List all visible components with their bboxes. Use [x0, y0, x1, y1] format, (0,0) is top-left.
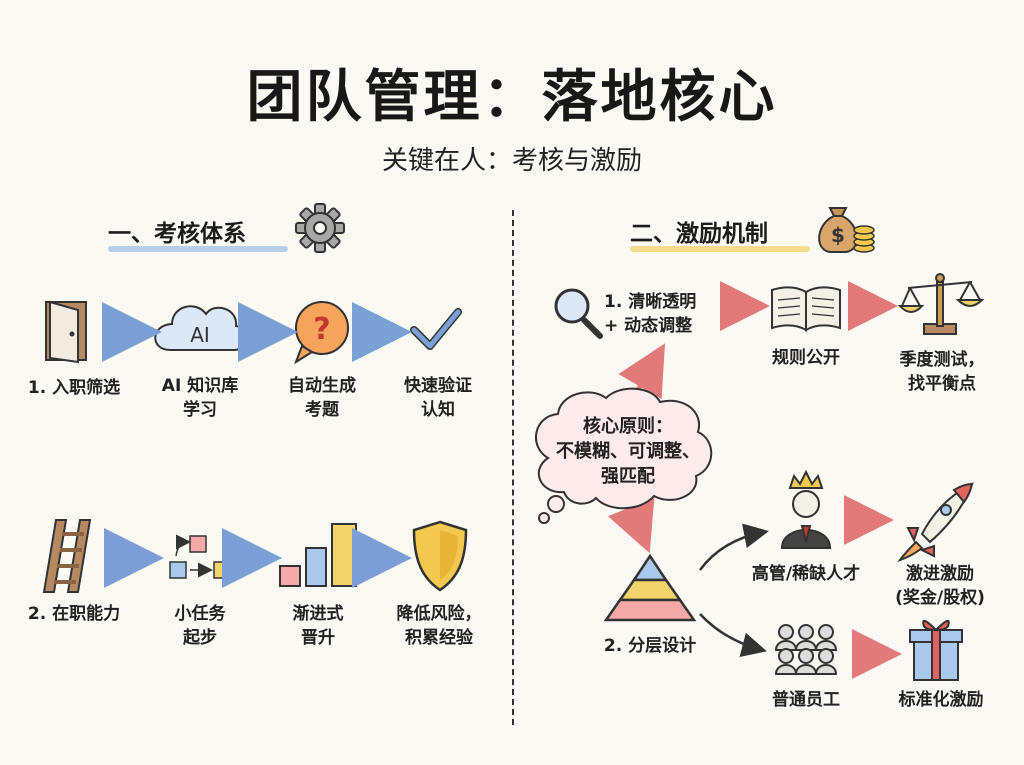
assessment-heading: 一、考核体系 [108, 221, 246, 247]
ai-cloud-icon: AI [154, 305, 248, 351]
arrow-core-to-transparency [618, 343, 666, 400]
step-ai-knowledge-label: AI 知识库学习 [161, 376, 239, 420]
ladder-icon [42, 519, 92, 593]
step-reduce-risk-label: 降低风险，积累经验 [396, 604, 482, 648]
gift-box-icon [909, 619, 963, 681]
regular-staff-label: 普通员工 [772, 690, 840, 710]
arrow-core-to-layered [607, 497, 655, 554]
page-subtitle: 关键在人：考核与激励 [381, 146, 642, 176]
door-icon [45, 300, 87, 364]
people-group-icon [774, 624, 838, 675]
step-promotion-label: 渐进式晋升 [292, 604, 344, 648]
on-job-label: 2. 在职能力 [27, 604, 121, 624]
balance-label: 季度测试，找平衡点 [899, 350, 985, 394]
core-principle-text: 核心原则：不模糊、可调整、强匹配 [556, 416, 700, 487]
svg-text:$: $ [831, 223, 845, 247]
task-blocks-icon [169, 534, 231, 579]
ai-cloud-text: AI [190, 323, 210, 347]
balance-scale-icon [897, 273, 985, 335]
onboarding-label: 1. 入职筛选 [27, 378, 121, 398]
step-verify-label: 快速验证认知 [404, 376, 472, 420]
gear-icon [295, 203, 345, 253]
incentive-heading: 二、激励机制 [630, 221, 768, 247]
magnifier-icon [554, 288, 603, 339]
incentive-heading-underline [630, 246, 810, 252]
crowned-person-icon [780, 469, 832, 549]
step-auto-questions-label: 自动生成考题 [288, 376, 356, 420]
senior-talent-label: 高管/稀缺人才 [751, 564, 861, 584]
transparency-label: 1. 清晰透明+ 动态调整 [604, 292, 697, 336]
page-title: 团队管理：落地核心 [246, 65, 778, 130]
standard-incentive-label: 标准化激励 [898, 690, 984, 710]
rocket-icon [897, 481, 974, 562]
arrow-to-regular [699, 613, 767, 657]
checkmark-icon [410, 308, 462, 350]
layer-pyramid-icon [603, 553, 697, 622]
open-book-icon [771, 286, 841, 332]
section-divider [512, 210, 514, 725]
rules-public-label: 规则公开 [772, 348, 840, 368]
question-mark-text: ? [313, 312, 330, 347]
aggressive-incentive-label: 激进激励(奖金/股权) [895, 564, 985, 608]
shield-icon [412, 520, 468, 592]
step-small-task-label: 小任务起步 [174, 604, 226, 648]
arrow-to-senior [698, 523, 769, 571]
assessment-heading-underline [108, 246, 288, 252]
layered-design-label: 2. 分层设计 [603, 636, 697, 656]
question-bubble-icon: ? [294, 301, 349, 365]
core-principle-cloud [535, 387, 713, 524]
money-bag-icon: $ [818, 207, 875, 253]
bar-chart-icon [279, 523, 357, 587]
